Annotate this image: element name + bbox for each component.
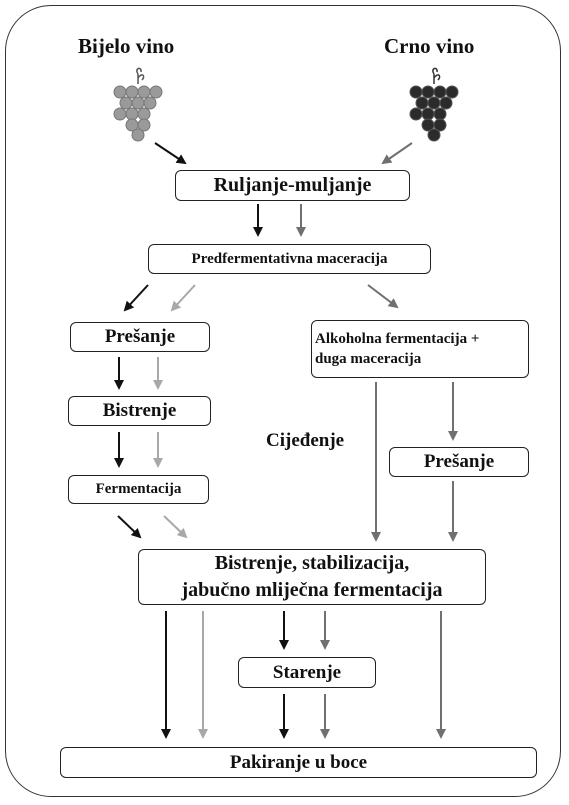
aging-label: Starenje [272, 661, 342, 683]
alcoholic-fermentation-box: Alkoholna fermentacija + duga maceracija [311, 320, 529, 378]
arrow-fermentation-to-stabilization-light [163, 515, 188, 539]
pressing-red-box: Prešanje [389, 447, 529, 477]
white-grapes-icon [113, 67, 163, 142]
fermentation-label: Fermentacija [95, 481, 182, 497]
maceration-label: Predfermentativna maceracija [191, 250, 388, 267]
pressing-white-box: Prešanje [70, 322, 210, 352]
stabilization-line-2: jabučno mliječna fermentacija [181, 579, 443, 601]
arrow-maceration-to-pressing-black [123, 284, 149, 312]
draining-label: Cijeđenje [266, 430, 345, 451]
arrow-fermentation-to-stabilization-black [117, 515, 142, 539]
alcoholic-fermentation-line-1: Alkoholna fermentacija + [315, 331, 480, 347]
fermentation-box: Fermentacija [68, 475, 209, 504]
white-wine-label: Bijelo vino [78, 34, 175, 58]
pressing-white-label: Prešanje [104, 326, 176, 347]
arrow-white-grapes-to-crushing [154, 142, 187, 165]
arrow-red-grapes-to-crushing [381, 142, 413, 165]
bottling-box: Pakiranje u boce [60, 747, 537, 778]
red-wine-label: Crno vino [384, 34, 475, 58]
arrow-maceration-to-alcoholic [367, 284, 399, 309]
crushing-box: Ruljanje-muljanje [175, 170, 410, 201]
crushing-label: Ruljanje-muljanje [213, 174, 372, 196]
clarification-box: Bistrenje [68, 396, 211, 426]
stabilization-line-1: Bistrenje, stabilizacija, [214, 552, 410, 574]
alcoholic-fermentation-line-2: duga maceracija [315, 351, 422, 367]
arrow-maceration-to-pressing-light [170, 284, 196, 312]
diagram-frame [5, 5, 561, 797]
pressing-red-label: Prešanje [423, 451, 495, 472]
bottling-label: Pakiranje u boce [229, 751, 368, 773]
maceration-box: Predfermentativna maceracija [148, 244, 431, 274]
stabilization-box: Bistrenje, stabilizacija, jabučno mliječ… [138, 549, 486, 605]
aging-box: Starenje [238, 657, 376, 688]
clarification-label: Bistrenje [102, 400, 177, 421]
red-grapes-icon [409, 67, 459, 142]
